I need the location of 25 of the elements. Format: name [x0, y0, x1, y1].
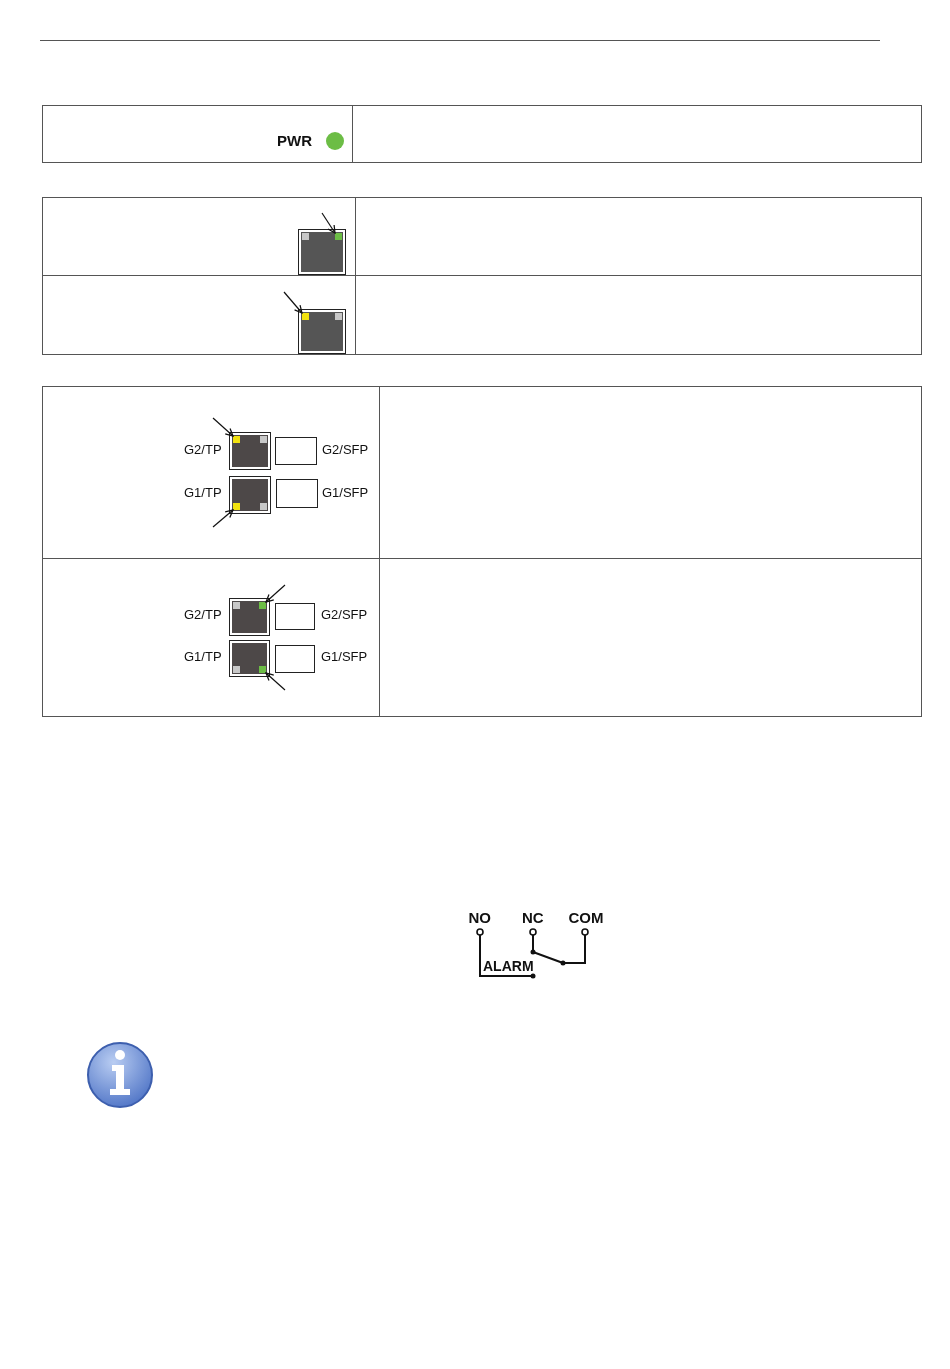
led-indicator [233, 503, 240, 510]
terminal-label: NC [522, 910, 544, 926]
port-label: G2/SFP [321, 607, 368, 623]
led-indicator [335, 233, 342, 240]
pointer-arrow [212, 417, 234, 437]
port-label: G1/TP [184, 485, 222, 501]
led-label: PWR [277, 133, 312, 149]
terminal-label: COM [568, 910, 604, 926]
port-label: G2/TP [184, 442, 222, 458]
port-label: G1/TP [184, 649, 222, 665]
pointer-arrow [265, 672, 286, 691]
pointer-arrow [212, 509, 234, 528]
pointer-arrow [283, 291, 303, 314]
led-indicator [302, 313, 309, 320]
led-indicator [259, 666, 266, 673]
pointer-arrow [265, 584, 286, 603]
port-label: G1/SFP [321, 649, 368, 665]
port-label: G1/SFP [322, 485, 369, 501]
port-label: G2/SFP [322, 442, 369, 458]
port-label: G2/TP [184, 607, 222, 623]
led-indicator [259, 602, 266, 609]
pointer-arrow [321, 212, 336, 234]
led-indicator [233, 436, 240, 443]
relay-label: ALARM [483, 958, 534, 974]
terminal-label: NO [468, 910, 491, 926]
